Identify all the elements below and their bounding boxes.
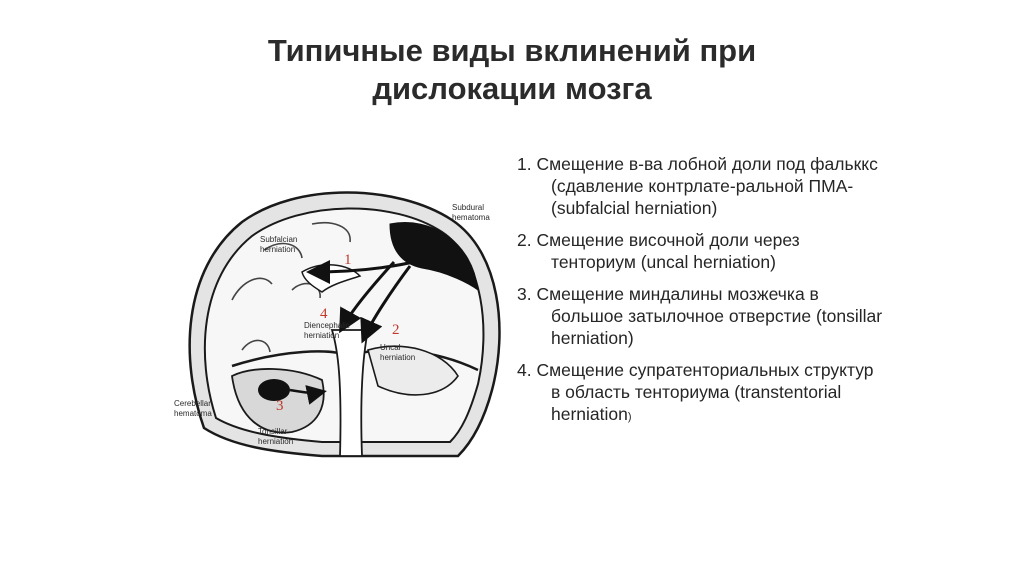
brain-diagram-svg: Subdural hematoma Subfalcian herniation … bbox=[174, 191, 501, 458]
label-diencephalic-1: Diencephalic bbox=[304, 321, 350, 330]
list-item-tail: ) bbox=[627, 411, 632, 423]
slide-title: Типичные виды вклинений при дислокации м… bbox=[0, 32, 1024, 108]
marker-4: 4 bbox=[320, 306, 328, 322]
label-subfalcian-1: Subfalcian bbox=[260, 235, 297, 244]
arrow-4 bbox=[339, 260, 396, 334]
marker-2: 2 bbox=[392, 322, 400, 338]
label-diencephalic-2: herniation bbox=[304, 331, 339, 340]
list-item-text: 1. Смещение в-ва лобной доли под фальккс… bbox=[517, 154, 878, 218]
marker-3: 3 bbox=[276, 398, 284, 414]
brain-herniation-diagram: Subdural hematoma Subfalcian herniation … bbox=[172, 180, 512, 460]
list-item: 4. Смещение супратенториальных структур … bbox=[517, 359, 887, 428]
list-item: 1. Смещение в-ва лобной доли под фальккс… bbox=[517, 153, 887, 219]
arrow-1 bbox=[306, 258, 423, 284]
list-item-text: 3. Смещение миндалины мозжечка в большое… bbox=[517, 284, 883, 348]
label-cerebellar-1: Cerebellar bbox=[174, 399, 211, 408]
list-item-text: 4. Смещение супратенториальных структур … bbox=[517, 360, 874, 424]
label-subdural-1: Subdural bbox=[452, 203, 484, 212]
label-cerebellar-2: hematoma bbox=[174, 409, 212, 418]
brainstem bbox=[330, 329, 370, 457]
slide-title-line-2: дислокации мозга bbox=[372, 71, 652, 106]
label-subfalcian-2: herniation bbox=[260, 245, 295, 254]
gyri-lines bbox=[231, 222, 351, 353]
label-uncal-1: Uncal bbox=[380, 343, 401, 352]
label-tonsillar-1: Tonsillar bbox=[258, 427, 288, 436]
marker-1: 1 bbox=[344, 252, 352, 268]
temporal-lobe bbox=[367, 345, 459, 396]
list-item-text: 2. Смещение височной доли через тенториу… bbox=[517, 230, 800, 272]
label-subdural-2: hematoma bbox=[452, 213, 490, 222]
slide-title-line-1: Типичные виды вклинений при bbox=[267, 33, 757, 68]
cerebellum bbox=[231, 368, 325, 434]
subdural-hematoma bbox=[389, 222, 479, 292]
list-item: 2. Смещение височной доли через тенториу… bbox=[517, 229, 887, 273]
arrow-3 bbox=[289, 385, 327, 405]
herniation-list: 1. Смещение в-ва лобной доли под фальккс… bbox=[517, 153, 887, 438]
cerebellar-hematoma bbox=[258, 379, 290, 401]
label-uncal-2: herniation bbox=[380, 353, 415, 362]
arrow-2 bbox=[360, 265, 412, 344]
list-item: 3. Смещение миндалины мозжечка в большое… bbox=[517, 283, 887, 349]
label-tonsillar-2: herniation bbox=[258, 437, 293, 446]
